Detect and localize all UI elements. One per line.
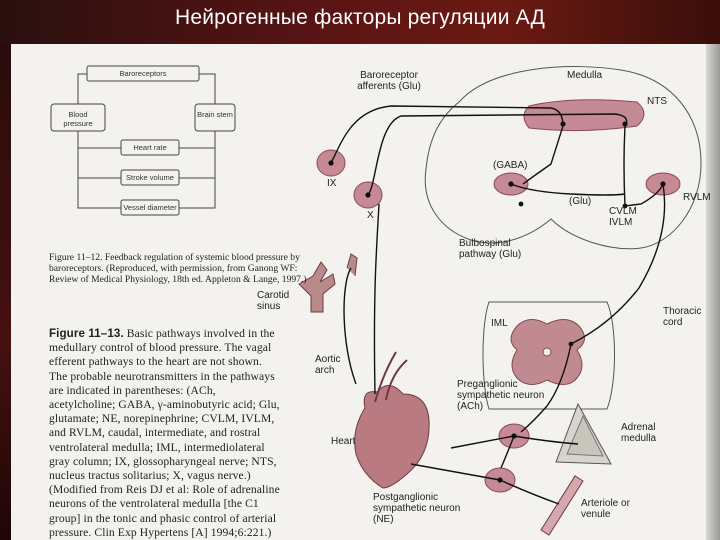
flow-label-stroke-volume: Stroke volume [126, 173, 174, 182]
label-thoracic-cord: Thoracic cord [663, 306, 702, 328]
arteriole-shape [540, 475, 584, 536]
label-nts: NTS [647, 96, 667, 107]
heart-shape [354, 385, 430, 489]
label-adrenal-medulla: Adrenal medulla [621, 422, 657, 444]
synapse-dots [328, 121, 666, 483]
slide-title: Нейрогенные факторы регуляции АД [175, 6, 545, 29]
label-arteriole: Arteriole or venule [581, 498, 630, 520]
medulla-outline [424, 66, 702, 410]
scanned-page: Baroreceptors Blood pressure Brain stem … [11, 44, 711, 540]
nerve-pathways [330, 105, 666, 505]
label-iml: IML [491, 318, 508, 329]
label-rvlm: RVLM [683, 192, 711, 203]
left-border [0, 44, 11, 540]
carotid-shape [298, 261, 336, 313]
label-x: X [367, 210, 374, 221]
label-gaba: (GABA) [493, 160, 528, 171]
flow-label-heart-rate: Heart rate [133, 143, 167, 152]
feedback-flowchart [50, 65, 236, 216]
flow-label-brain-stem: Brain stem [197, 110, 233, 119]
flow-label-vessel-diameter: Vessel diameter [123, 203, 177, 212]
nts-nucleus [523, 99, 645, 132]
figure-11-13-caption: Figure 11–13. Basic pathways involved in… [49, 327, 281, 540]
label-carotid-sinus: Carotid sinus [257, 290, 290, 312]
label-postganglionic: Postganglionic sympathetic neuron (NE) [373, 492, 461, 525]
flow-label-blood-pressure: Blood pressure [63, 110, 93, 128]
figure-11-13-text: Basic pathways involved in the medullary… [49, 327, 280, 539]
label-bulbospinal: Bulbospinal pathway (Glu) [459, 238, 522, 260]
title-bar: Нейрогенные факторы регуляции АД [0, 0, 720, 44]
diagram-drawing [50, 65, 702, 536]
label-glu: (Glu) [569, 196, 592, 207]
label-ivlm: IVLM [609, 217, 633, 228]
flow-label-baroreceptors: Baroreceptors [119, 69, 167, 78]
label-heart: Heart [331, 436, 356, 447]
label-medulla: Medulla [567, 70, 603, 81]
label-aortic-arch: Aortic arch [315, 354, 341, 376]
label-baroreceptor-afferents: Baroreceptor afferents (Glu) [357, 70, 421, 92]
label-preganglionic: Preganglionic sympathetic neuron (ACh) [457, 379, 545, 412]
label-cvlm: CVLM [609, 206, 637, 217]
figure-11-12-caption: Figure 11–12. Feedback regulation of sys… [49, 252, 307, 285]
label-ix: IX [327, 178, 337, 189]
right-border [706, 44, 720, 540]
figure-11-13-label: Figure 11–13. [49, 327, 124, 340]
